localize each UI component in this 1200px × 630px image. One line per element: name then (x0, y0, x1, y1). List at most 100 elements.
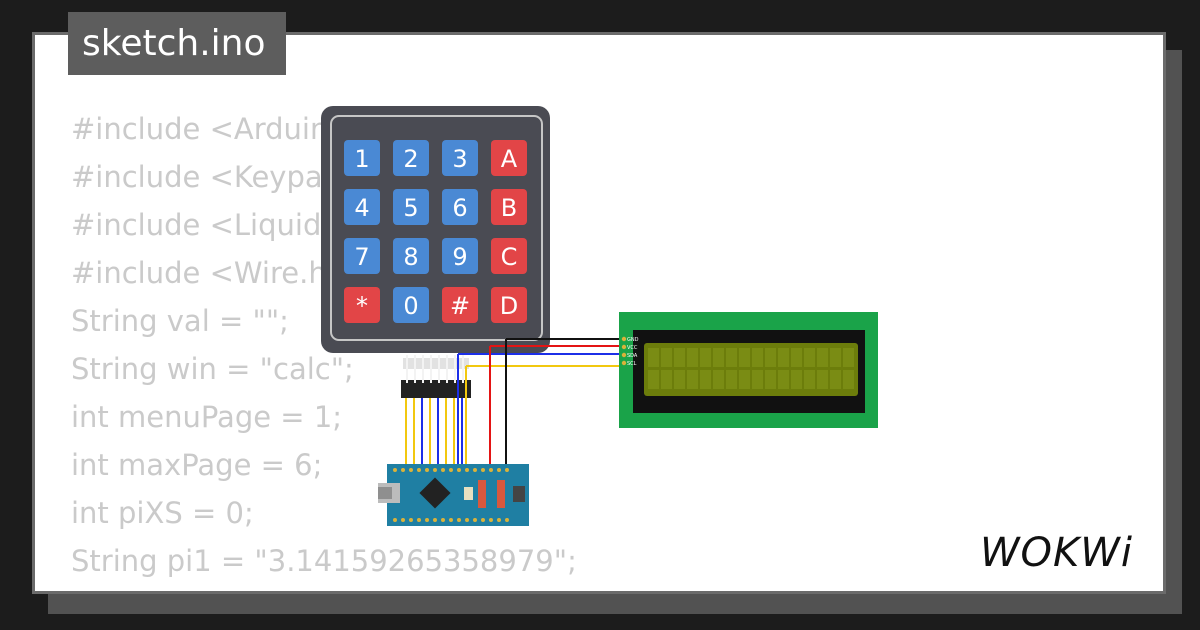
lcd-pin (621, 360, 627, 366)
lcd-pin (621, 344, 627, 350)
keypad-key[interactable]: 0 (393, 287, 429, 323)
keypad-key-label: C (501, 243, 518, 271)
lcd-cell (778, 370, 789, 389)
wokwi-logo: WOKWi (980, 530, 1133, 576)
nano-pin (433, 468, 437, 472)
keypad-key-label: 5 (403, 194, 418, 222)
keypad-key-label: * (356, 292, 368, 320)
lcd-pin-label: VCC (627, 345, 638, 351)
header-pin (406, 355, 408, 383)
nano-pin (425, 518, 429, 522)
nano-pin (449, 518, 453, 522)
keypad-key[interactable]: # (442, 287, 478, 323)
code-line: String val = ""; (71, 304, 289, 338)
keypad-key[interactable]: 8 (393, 238, 429, 274)
lcd-cell (830, 370, 841, 389)
lcd-pin-label: GND (627, 337, 639, 343)
lcd-cell (687, 370, 698, 389)
keypad-key[interactable]: 4 (344, 189, 380, 225)
lcd-cell (830, 348, 841, 367)
code-line: int menuPage = 1; (71, 400, 343, 434)
lcd-pin-label: SDA (627, 353, 638, 359)
nano-pin (441, 468, 445, 472)
header-pin (462, 355, 464, 383)
nano-pin (481, 468, 485, 472)
header-pin (430, 355, 432, 383)
lcd-cell (661, 370, 672, 389)
keypad-key-label: A (501, 145, 518, 173)
keypad-key[interactable]: C (491, 238, 527, 274)
keypad-key[interactable]: * (344, 287, 380, 323)
lcd-cell (674, 370, 685, 389)
keypad-key-label: 8 (403, 243, 418, 271)
nano-pin (401, 518, 405, 522)
nano-pin (409, 518, 413, 522)
lcd-cell (739, 370, 750, 389)
lcd-cell (713, 348, 724, 367)
keypad-key[interactable]: A (491, 140, 527, 176)
lcd-cell (648, 370, 659, 389)
lcd-cell (661, 348, 672, 367)
nano-pin (481, 518, 485, 522)
keypad-key-label: # (450, 292, 470, 320)
header-pin (414, 355, 416, 383)
keypad-key[interactable]: 6 (442, 189, 478, 225)
keypad-key[interactable]: 5 (393, 189, 429, 225)
nano-pin (393, 518, 397, 522)
keypad-key[interactable]: 9 (442, 238, 478, 274)
keypad-key-label: 0 (403, 292, 418, 320)
lcd-pin (621, 352, 627, 358)
lcd-cell (804, 348, 815, 367)
lcd-cell (778, 348, 789, 367)
keypad-key-label: 4 (354, 194, 369, 222)
keypad-key-label: 7 (354, 243, 369, 271)
lcd-cell (700, 370, 711, 389)
nano-pin (457, 468, 461, 472)
keypad-key[interactable]: 7 (344, 238, 380, 274)
nano-pin (417, 468, 421, 472)
nano-pin (505, 518, 509, 522)
lcd-cell (843, 370, 854, 389)
header-pin (422, 355, 424, 383)
code-line: int maxPage = 6; (71, 448, 323, 482)
keypad-key[interactable]: B (491, 189, 527, 225)
nano-pin (417, 518, 421, 522)
lcd-cell (752, 348, 763, 367)
nano-pin (465, 468, 469, 472)
nano-pin (497, 468, 501, 472)
code-line: int piXS = 0; (71, 496, 254, 530)
header-pin (438, 355, 440, 383)
keypad-key[interactable]: D (491, 287, 527, 323)
keypad-key-label: 2 (403, 145, 418, 173)
nano-pin (401, 468, 405, 472)
svg-text:WOKWi: WOKWi (980, 530, 1133, 576)
lcd-cell (674, 348, 685, 367)
lcd-16x2: GND VCC SDA SCL (619, 312, 878, 428)
lcd-cell (765, 370, 776, 389)
nano-pin (433, 518, 437, 522)
nano-pin (497, 518, 501, 522)
keypad-key[interactable]: 2 (393, 140, 429, 176)
lcd-pin-label: SCL (627, 361, 637, 367)
nano-pin (465, 518, 469, 522)
lcd-cell (791, 348, 802, 367)
code-line: String pi1 = "3.14159265358979"; (71, 544, 577, 578)
header-pin (454, 355, 456, 383)
nano-pin (409, 468, 413, 472)
lcd-cell (739, 348, 750, 367)
keypad-key[interactable]: 1 (344, 140, 380, 176)
nano-pin (449, 468, 453, 472)
arduino-nano (378, 464, 529, 526)
keypad-key-label: B (501, 194, 517, 222)
lcd-cell (765, 348, 776, 367)
lcd-pin (621, 336, 627, 342)
keypad-key[interactable]: 3 (442, 140, 478, 176)
lcd-cell (687, 348, 698, 367)
lcd-cell (843, 348, 854, 367)
keypad-key-label: 6 (452, 194, 467, 222)
nano-pin (457, 518, 461, 522)
header-pin (446, 355, 448, 383)
lcd-cell (726, 348, 737, 367)
